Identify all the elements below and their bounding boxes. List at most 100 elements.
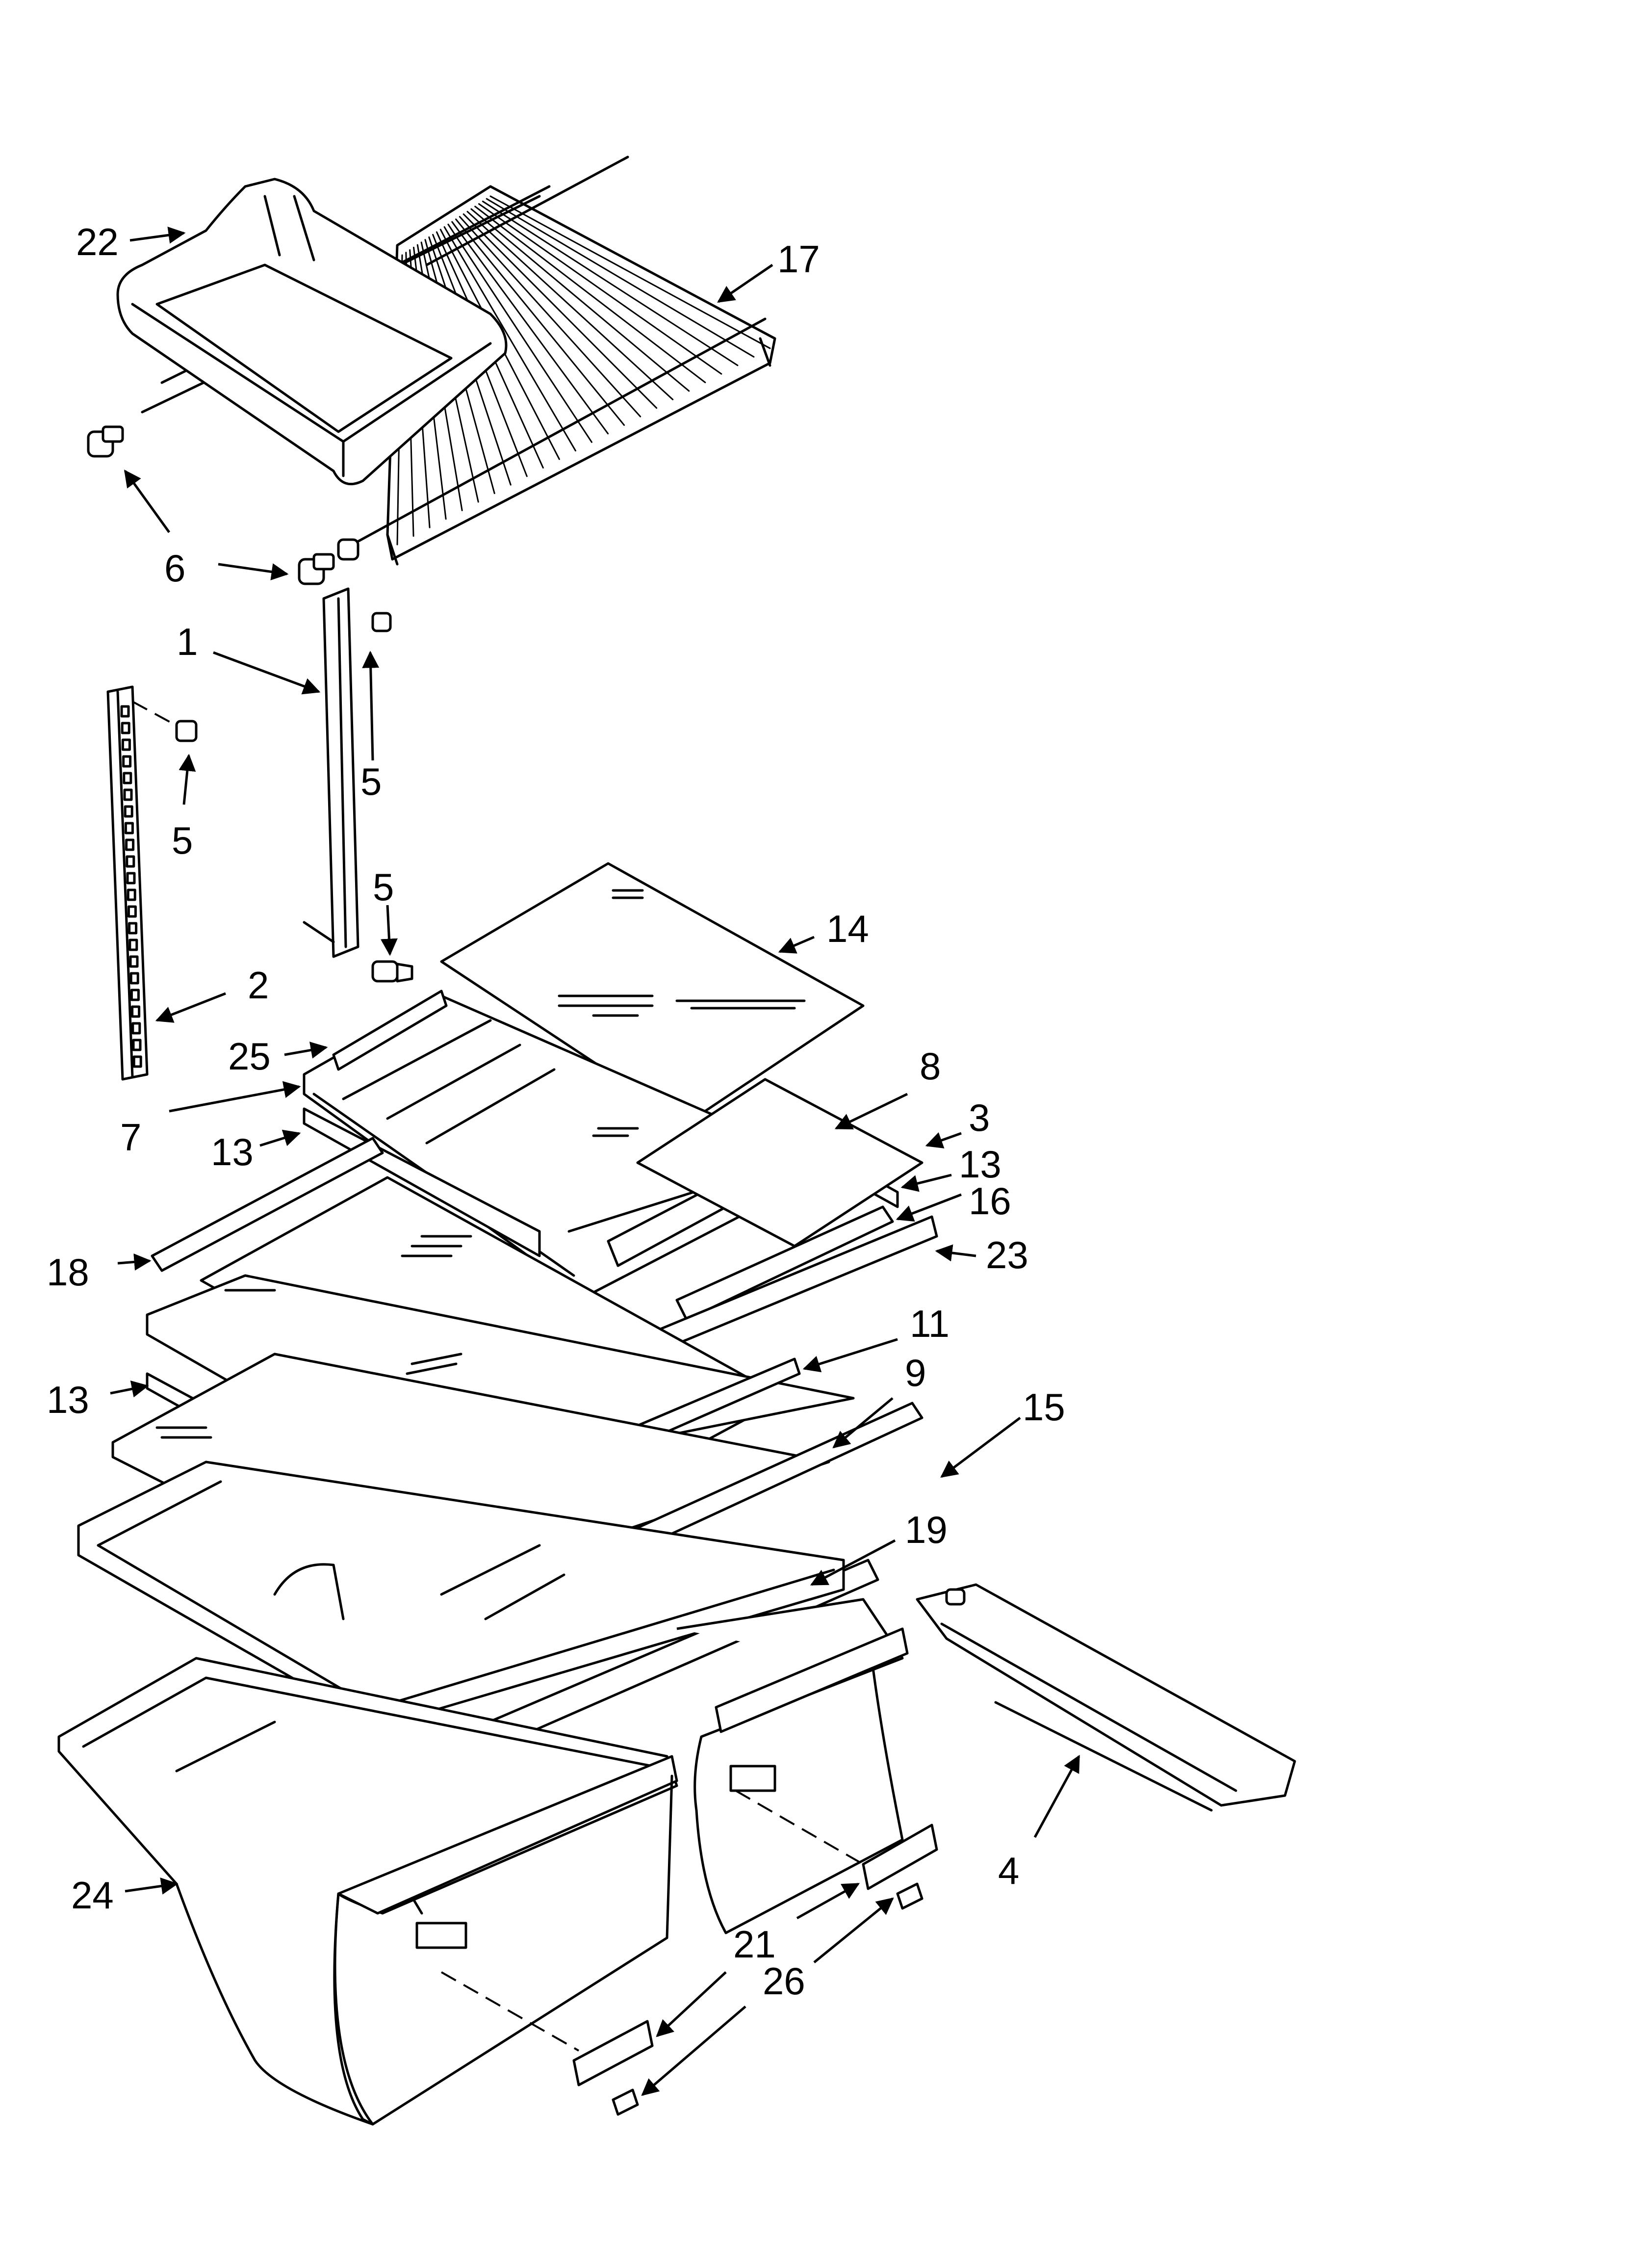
leader-22 bbox=[129, 226, 186, 244]
callout-21: 21 bbox=[733, 1923, 776, 1966]
callout-25: 25 bbox=[228, 1035, 271, 1078]
callout-1: 1 bbox=[177, 620, 198, 663]
ladder-slot bbox=[131, 1022, 141, 1035]
leader-1 bbox=[213, 651, 321, 695]
callout-13b: 13 bbox=[959, 1143, 1001, 1186]
ladder-slot bbox=[128, 938, 138, 951]
callout-4: 4 bbox=[998, 1849, 1019, 1892]
callout-8: 8 bbox=[920, 1044, 941, 1088]
wire-rod bbox=[466, 210, 674, 400]
callout-19: 19 bbox=[905, 1508, 948, 1551]
callout-23: 23 bbox=[986, 1233, 1028, 1277]
ladder-slot bbox=[123, 788, 133, 801]
ladder-slot bbox=[124, 822, 134, 834]
wire-rod bbox=[459, 216, 641, 417]
leader-6a bbox=[124, 469, 171, 533]
callout-5b: 5 bbox=[172, 819, 193, 862]
callout-15: 15 bbox=[1023, 1385, 1065, 1429]
wire-rod bbox=[486, 198, 755, 358]
callout-6: 6 bbox=[164, 547, 185, 590]
leader-19 bbox=[810, 1539, 896, 1586]
ladder-slot bbox=[132, 1055, 142, 1068]
storage-pan-part-22 bbox=[116, 178, 508, 486]
callout-22: 22 bbox=[76, 220, 119, 263]
leader-25 bbox=[284, 1042, 328, 1059]
leader-5a bbox=[362, 651, 380, 761]
leader-8 bbox=[834, 1093, 908, 1130]
ladder-slot bbox=[123, 772, 132, 784]
wire-rod bbox=[443, 226, 576, 452]
leader-21b bbox=[656, 1971, 727, 2037]
ladder-slot bbox=[121, 722, 130, 734]
ladder-slot bbox=[129, 972, 139, 985]
drawer-slide-part-4 bbox=[916, 1583, 1296, 1812]
leader-16 bbox=[896, 1193, 962, 1222]
leader-11 bbox=[802, 1338, 898, 1373]
wire-rod bbox=[474, 206, 706, 384]
leader-24 bbox=[125, 1877, 179, 1895]
crisper-drawer-right bbox=[676, 1598, 909, 1934]
leader-26a bbox=[813, 1897, 894, 1963]
crisper-drawer-part-24 bbox=[57, 1657, 678, 2126]
leader-7 bbox=[169, 1081, 301, 1113]
callout-3: 3 bbox=[969, 1096, 990, 1139]
ladder-slot bbox=[125, 838, 135, 851]
crisper-frame bbox=[77, 1460, 845, 1728]
wire-rod bbox=[455, 218, 625, 426]
ladder-slot bbox=[120, 705, 130, 718]
wire-rod bbox=[451, 221, 609, 435]
ladder-slot bbox=[132, 1039, 142, 1051]
callout-14: 14 bbox=[826, 907, 869, 950]
leader-17 bbox=[717, 263, 773, 303]
leader-9 bbox=[832, 1397, 894, 1449]
leader-15 bbox=[940, 1417, 1021, 1478]
clip-part-26 bbox=[612, 1882, 924, 2116]
trim-part-16 bbox=[675, 1205, 894, 1321]
ladder-slot bbox=[126, 872, 136, 885]
callout-layer: 22 17 6 1 5 5 5 14 2 25 7 8 3 13 13 16 bbox=[47, 220, 1080, 2096]
leader-13b bbox=[900, 1173, 952, 1192]
screw-part-5 bbox=[371, 960, 413, 983]
shelf-support-part-1 bbox=[303, 587, 392, 958]
leader-18 bbox=[117, 1253, 152, 1271]
ladder-slot bbox=[131, 1005, 141, 1018]
leader-14 bbox=[778, 936, 815, 954]
leader-26b bbox=[641, 2006, 746, 2096]
wire-rod bbox=[489, 195, 771, 349]
callout-16: 16 bbox=[969, 1179, 1011, 1223]
clip-part-21 bbox=[572, 1824, 938, 2086]
callout-5c: 5 bbox=[373, 865, 394, 909]
leader-2 bbox=[155, 992, 226, 1023]
leader-13c bbox=[110, 1381, 149, 1398]
leader-4 bbox=[1033, 1754, 1080, 1838]
ladder-slot bbox=[121, 738, 131, 751]
callout-11: 11 bbox=[910, 1302, 949, 1345]
leader-3 bbox=[925, 1132, 962, 1148]
ladder-slot bbox=[129, 955, 139, 968]
wire-rod bbox=[482, 200, 739, 366]
wire-rod bbox=[470, 208, 690, 392]
ladder-slot bbox=[127, 888, 136, 901]
callout-17: 17 bbox=[777, 237, 820, 281]
trim-part-25 bbox=[332, 990, 448, 1071]
wire-rod bbox=[462, 213, 658, 409]
leader-13a bbox=[259, 1129, 301, 1147]
callout-18: 18 bbox=[47, 1251, 89, 1294]
callout-26: 26 bbox=[763, 1959, 805, 2003]
leader-5c bbox=[380, 905, 398, 956]
ladder-slot bbox=[122, 755, 132, 768]
callout-13c: 13 bbox=[47, 1378, 89, 1421]
leader-23 bbox=[935, 1244, 976, 1262]
leader-6b bbox=[218, 563, 289, 580]
callout-9: 9 bbox=[905, 1351, 926, 1394]
ladder-slot bbox=[128, 922, 138, 935]
ladder-slot bbox=[130, 989, 140, 1001]
wire-rod bbox=[447, 223, 593, 443]
ladder-slot bbox=[124, 805, 133, 818]
ladder-slot bbox=[127, 905, 137, 918]
shelf-support-part-2 bbox=[106, 685, 198, 1081]
shelf-peg-part-6 bbox=[87, 425, 335, 585]
callout-13a: 13 bbox=[211, 1130, 254, 1173]
